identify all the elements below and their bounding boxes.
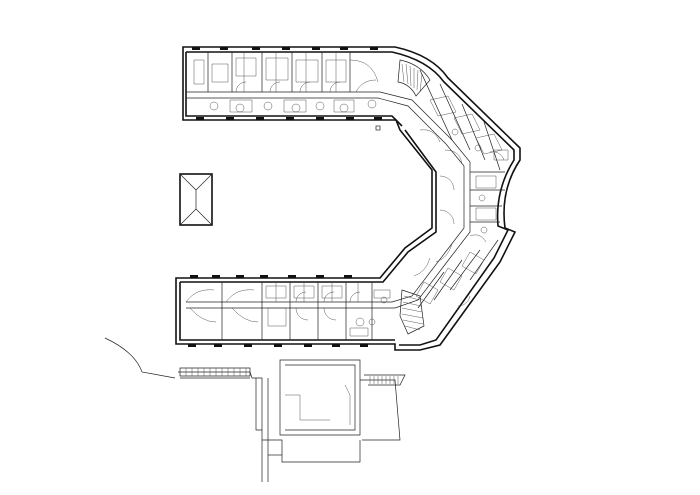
east-wing bbox=[439, 171, 505, 243]
stair-icon bbox=[399, 289, 425, 335]
stair-icon bbox=[369, 376, 399, 384]
door-swing-icon bbox=[413, 243, 471, 307]
south-wing bbox=[185, 275, 391, 347]
door-swing-icon bbox=[235, 59, 379, 93]
door-swing-icon bbox=[439, 175, 487, 243]
southeast-wing bbox=[399, 239, 499, 335]
furniture-icon bbox=[478, 194, 488, 234]
door-swing-icon bbox=[419, 129, 505, 165]
pavilion-roof bbox=[179, 173, 213, 226]
north-wing bbox=[192, 47, 431, 120]
stair-icon bbox=[397, 59, 431, 97]
furniture-icon bbox=[451, 128, 509, 161]
building-outline bbox=[175, 46, 521, 351]
column-marker bbox=[375, 125, 381, 131]
stair-icon bbox=[179, 367, 251, 377]
northeast-wing bbox=[419, 69, 509, 171]
window-icon bbox=[192, 47, 382, 120]
furniture-icon bbox=[209, 99, 377, 113]
window-icon bbox=[188, 275, 368, 347]
furniture-icon bbox=[267, 289, 391, 337]
site-context bbox=[104, 337, 406, 482]
door-swing-icon bbox=[185, 289, 361, 323]
